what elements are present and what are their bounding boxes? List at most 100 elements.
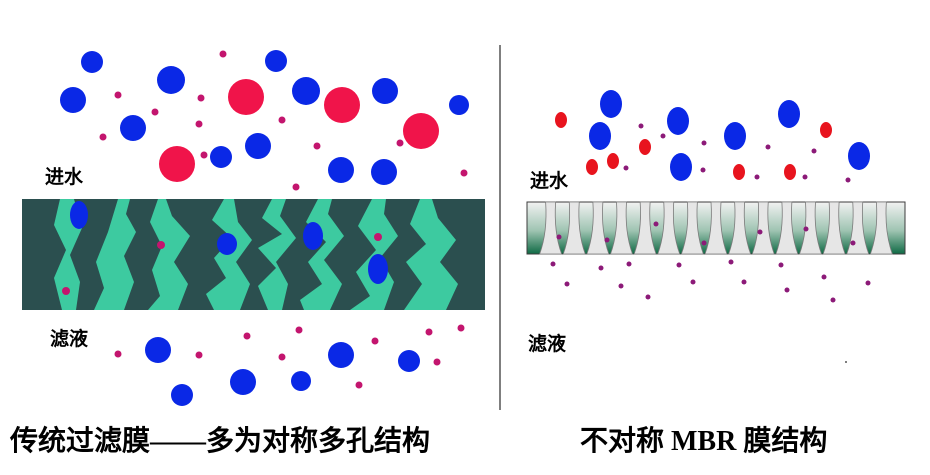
membrane-solid-segment xyxy=(432,199,485,310)
symmetric-membrane xyxy=(22,199,485,310)
large-blue-particle xyxy=(778,100,800,128)
tiny-particle xyxy=(653,221,659,227)
small-particle xyxy=(243,332,251,340)
pore-wall xyxy=(798,201,823,255)
asymmetric-membrane xyxy=(526,201,906,255)
small-particle xyxy=(433,358,441,366)
pore-wall xyxy=(609,201,634,255)
membrane-solid-segment xyxy=(22,199,66,310)
tiny-particle xyxy=(690,279,696,285)
membrane-pore-walls xyxy=(539,201,893,255)
pore-wall xyxy=(751,201,775,255)
large-red-particle xyxy=(324,87,360,123)
small-particle xyxy=(151,108,159,116)
tiny-particle xyxy=(701,240,707,246)
large-blue-particle xyxy=(145,337,171,363)
tiny-particle xyxy=(556,234,562,240)
small-particle xyxy=(278,353,286,361)
left-inlet-label: 进水 xyxy=(45,166,84,188)
small-particle xyxy=(200,151,208,159)
large-blue-particle xyxy=(81,51,103,73)
pore-wall xyxy=(775,201,799,255)
tiny-particle xyxy=(765,144,771,150)
tiny-particle xyxy=(660,133,666,139)
trapped-blue-particle xyxy=(303,222,323,250)
large-blue-particle xyxy=(230,369,256,395)
membrane-solid-segment xyxy=(276,199,326,310)
small-particle xyxy=(460,169,468,177)
tiny-particle xyxy=(741,279,747,285)
left-feed-particles xyxy=(60,50,469,191)
tiny-particle xyxy=(811,148,817,154)
small-particle xyxy=(278,116,286,124)
trapped-blue-particle xyxy=(217,233,237,255)
large-blue-particle xyxy=(848,142,870,170)
large-blue-particle xyxy=(157,66,185,94)
large-blue-particle xyxy=(328,157,354,183)
red-particle xyxy=(607,153,619,169)
right-caption: 不对称 MBR 膜结构 xyxy=(580,426,828,457)
right-permeate-label: 滤液 xyxy=(528,332,567,355)
pore-wall xyxy=(728,201,752,255)
red-particle xyxy=(820,122,832,138)
large-blue-particle xyxy=(328,342,354,368)
small-particle xyxy=(292,183,300,191)
large-blue-particle xyxy=(60,87,86,113)
trapped-small-particle xyxy=(62,287,70,295)
tiny-particle xyxy=(728,259,734,265)
left-panel: 进水 xyxy=(22,50,485,406)
large-blue-particle xyxy=(667,107,689,135)
membrane-solid-segment xyxy=(124,199,162,310)
tiny-particle xyxy=(676,262,682,268)
tiny-particle xyxy=(701,140,707,146)
large-blue-particle xyxy=(589,122,611,150)
large-blue-particle xyxy=(210,146,232,168)
large-red-particle xyxy=(228,79,264,115)
large-blue-particle xyxy=(600,90,622,118)
small-particle xyxy=(457,324,465,332)
pore-wall xyxy=(680,201,704,255)
large-blue-particle xyxy=(372,78,398,104)
tiny-particle xyxy=(850,240,856,246)
small-particle xyxy=(99,133,107,141)
pore-wall xyxy=(586,201,610,255)
large-blue-particle xyxy=(291,371,311,391)
trapped-small-particle xyxy=(157,241,165,249)
large-blue-particle xyxy=(120,115,146,141)
small-particle xyxy=(371,337,379,345)
red-particle xyxy=(784,164,796,180)
small-particle xyxy=(295,326,303,334)
red-particle xyxy=(555,112,567,128)
small-particle xyxy=(219,50,227,58)
tiny-particle xyxy=(845,177,851,183)
trapped-small-particle xyxy=(374,233,382,241)
red-particle xyxy=(639,139,651,155)
small-particle xyxy=(195,351,203,359)
tiny-particle xyxy=(638,123,644,129)
tiny-particle xyxy=(700,167,706,173)
pore-wall xyxy=(822,201,846,255)
large-red-particle xyxy=(403,113,439,149)
pore-wall xyxy=(657,201,681,255)
membrane-solid-segment xyxy=(380,199,426,310)
large-red-particle xyxy=(159,146,195,182)
small-particle xyxy=(425,328,433,336)
small-particle xyxy=(396,139,404,147)
small-particle xyxy=(114,350,122,358)
large-blue-particle xyxy=(670,153,692,181)
tiny-particle xyxy=(802,174,808,180)
stray-dot xyxy=(845,361,847,363)
large-blue-particle xyxy=(449,95,469,115)
tiny-particle xyxy=(618,283,624,289)
large-blue-particle xyxy=(724,122,746,150)
tiny-particle xyxy=(778,262,784,268)
small-particle xyxy=(313,142,321,150)
right-panel: 进水 xyxy=(526,90,906,363)
tiny-particle xyxy=(821,274,827,280)
tiny-particle xyxy=(626,261,632,267)
small-particle xyxy=(195,120,203,128)
trapped-blue-particle xyxy=(368,254,388,284)
small-particle xyxy=(197,94,205,102)
tiny-particle xyxy=(598,265,604,271)
